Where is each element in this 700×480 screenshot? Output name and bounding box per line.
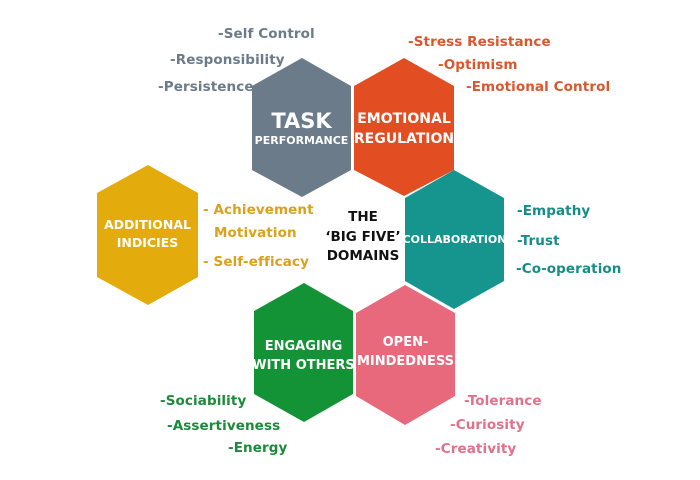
emotional-title-line1: EMOTIONAL xyxy=(357,111,451,128)
task-title-main: TASK xyxy=(271,108,332,133)
engaging-attr-energy: -Energy xyxy=(228,440,288,456)
task-attr-responsibility: -Responsibility xyxy=(170,52,285,68)
additional-attr-self-efficacy: - Self-efficacy xyxy=(203,254,309,270)
emotional-regulation-title: EMOTIONAL REGULATION xyxy=(354,104,454,154)
open-title-line2: MINDEDNESS xyxy=(356,354,455,369)
task-title-sub: PERFORMANCE xyxy=(254,133,349,147)
center-line1: THE xyxy=(348,209,378,225)
additional-attr-achievement: - Achievement xyxy=(203,202,314,218)
engaging-with-others-title: ENGAGING WITH OTHERS xyxy=(252,334,355,380)
emotional-attr-stress-resistance: -Stress Resistance xyxy=(408,34,551,50)
hexagon-task-performance xyxy=(252,58,351,197)
engaging-attr-assertiveness: -Assertiveness xyxy=(167,418,281,434)
additional-indicies-title: ADDITIONAL INDICIES xyxy=(97,211,198,257)
emotional-attr-optimism: -Optimism xyxy=(438,57,518,73)
hexagon-engaging-with-others xyxy=(254,283,353,422)
emotional-attr-emotional-control: -Emotional Control xyxy=(466,79,611,95)
open-attr-creativity: -Creativity xyxy=(435,441,517,457)
task-attr-self-control: -Self Control xyxy=(218,26,315,42)
additional-title-line1: ADDITIONAL xyxy=(104,216,191,232)
engaging-title-line2: WITH OTHERS xyxy=(252,358,355,373)
collaboration-title: COLLABORATION xyxy=(402,230,507,250)
task-attr-persistence: -Persistence xyxy=(158,79,254,95)
open-mindedness-title: OPEN- MINDEDNESS xyxy=(356,330,455,376)
hexagon-emotional-regulation xyxy=(354,58,454,196)
additional-title-line2: INDICIES xyxy=(116,235,179,250)
hexagon-collaboration xyxy=(405,170,504,309)
emotional-title-line2: REGULATION xyxy=(353,130,455,147)
task-performance-title: TASK PERFORMANCE xyxy=(252,98,351,158)
center-title: THE ‘BIG FIVE’ DOMAINS xyxy=(318,208,408,267)
engaging-title-line1: ENGAGING xyxy=(264,339,343,355)
collaboration-attr-co-operation: -Co-operation xyxy=(516,261,622,277)
center-line3: DOMAINS xyxy=(326,248,400,265)
open-attr-curiosity: -Curiosity xyxy=(450,417,525,433)
collaboration-attr-trust: -Trust xyxy=(517,233,560,249)
hexagon-additional-indicies xyxy=(97,165,198,305)
collaboration-attr-empathy: -Empathy xyxy=(517,203,591,219)
center-line2: ‘BIG FIVE’ xyxy=(325,228,401,245)
additional-attr-motivation: Motivation xyxy=(214,225,297,241)
engaging-attr-sociability: -Sociability xyxy=(160,393,247,409)
open-title-line1: OPEN- xyxy=(382,335,429,351)
collaboration-title-line1: COLLABORATION xyxy=(402,232,507,246)
hexagon-open-mindedness xyxy=(356,285,455,425)
open-attr-tolerance: -Tolerance xyxy=(464,393,542,409)
